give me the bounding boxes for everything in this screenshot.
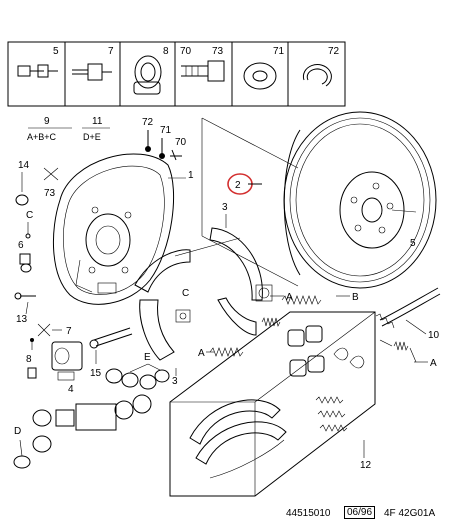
label-3a: 3 bbox=[222, 202, 228, 213]
label-72: 72 bbox=[142, 117, 154, 128]
label-12: 12 bbox=[360, 460, 372, 471]
label-D: D bbox=[14, 426, 21, 437]
circlip-icon bbox=[302, 64, 332, 87]
middle-callouts: 3 1 C A B A 3 5 bbox=[168, 170, 416, 387]
bolt-icon bbox=[72, 63, 112, 81]
footer-date: 06/96 bbox=[344, 506, 376, 519]
highlighted-callout-2: 2 bbox=[227, 173, 262, 195]
springs bbox=[209, 295, 322, 357]
label-15: 15 bbox=[90, 368, 102, 379]
header-part-70: 70 bbox=[180, 46, 192, 57]
label-73: 73 bbox=[44, 188, 56, 199]
label-70: 70 bbox=[175, 137, 187, 148]
label-71: 71 bbox=[160, 125, 172, 136]
label-3b: 3 bbox=[172, 376, 178, 387]
label-C1: C bbox=[26, 210, 33, 221]
parts-header-table: 5 7 8 70 73 71 72 bbox=[7, 41, 346, 107]
header-part-8: 8 bbox=[163, 46, 169, 57]
label-A1: A bbox=[286, 292, 293, 303]
cap-plug-icon bbox=[133, 55, 162, 95]
label-7: 7 bbox=[66, 326, 72, 337]
header-part-71: 71 bbox=[273, 46, 285, 57]
washer-icon bbox=[243, 62, 277, 90]
label-9: 9 bbox=[44, 116, 50, 127]
backing-plate bbox=[53, 153, 175, 305]
footer-code: 4F 42G01A bbox=[384, 508, 436, 519]
handbrake-cable: 10 A bbox=[375, 287, 441, 369]
label-6: 6 bbox=[18, 240, 24, 251]
adjuster: 15 bbox=[89, 327, 133, 379]
stud-icon bbox=[17, 64, 58, 78]
label-B: B bbox=[352, 292, 359, 303]
label-8: 8 bbox=[26, 354, 32, 365]
wheel-cylinder: 4 bbox=[51, 341, 83, 395]
header-part-73: 73 bbox=[212, 46, 224, 57]
label-11-sub: D+E bbox=[83, 132, 101, 142]
label-E: E bbox=[144, 352, 151, 363]
shoe-kit-box: 12 bbox=[169, 311, 376, 497]
header-part-7: 7 bbox=[108, 46, 114, 57]
seal-kit: E bbox=[105, 352, 170, 390]
piston-kit: D bbox=[13, 394, 152, 469]
label-4: 4 bbox=[68, 384, 74, 395]
label-A3: A bbox=[430, 358, 437, 369]
label-1: 1 bbox=[188, 170, 194, 181]
hex-bolt-icon bbox=[181, 60, 225, 82]
label-2: 2 bbox=[235, 180, 241, 191]
left-small-parts: 14 73 C 6 13 7 8 bbox=[14, 160, 72, 379]
label-9-sub: A+B+C bbox=[27, 132, 57, 142]
kit-labels: 9 A+B+C 11 D+E bbox=[27, 116, 110, 142]
label-11: 11 bbox=[92, 116, 103, 127]
label-C2: C bbox=[182, 288, 189, 299]
label-A2: A bbox=[198, 348, 205, 359]
header-part-5: 5 bbox=[53, 46, 59, 57]
label-13: 13 bbox=[16, 314, 28, 325]
fastener-pins: 72 71 70 bbox=[142, 117, 187, 161]
label-5b: 5 bbox=[410, 238, 416, 249]
brake-drum: 5 bbox=[283, 111, 437, 289]
label-14: 14 bbox=[18, 160, 30, 171]
brake-shoes bbox=[134, 227, 273, 361]
header-part-72: 72 bbox=[328, 46, 340, 57]
label-10: 10 bbox=[428, 330, 440, 341]
footer-reference: 44515010 bbox=[286, 508, 331, 519]
